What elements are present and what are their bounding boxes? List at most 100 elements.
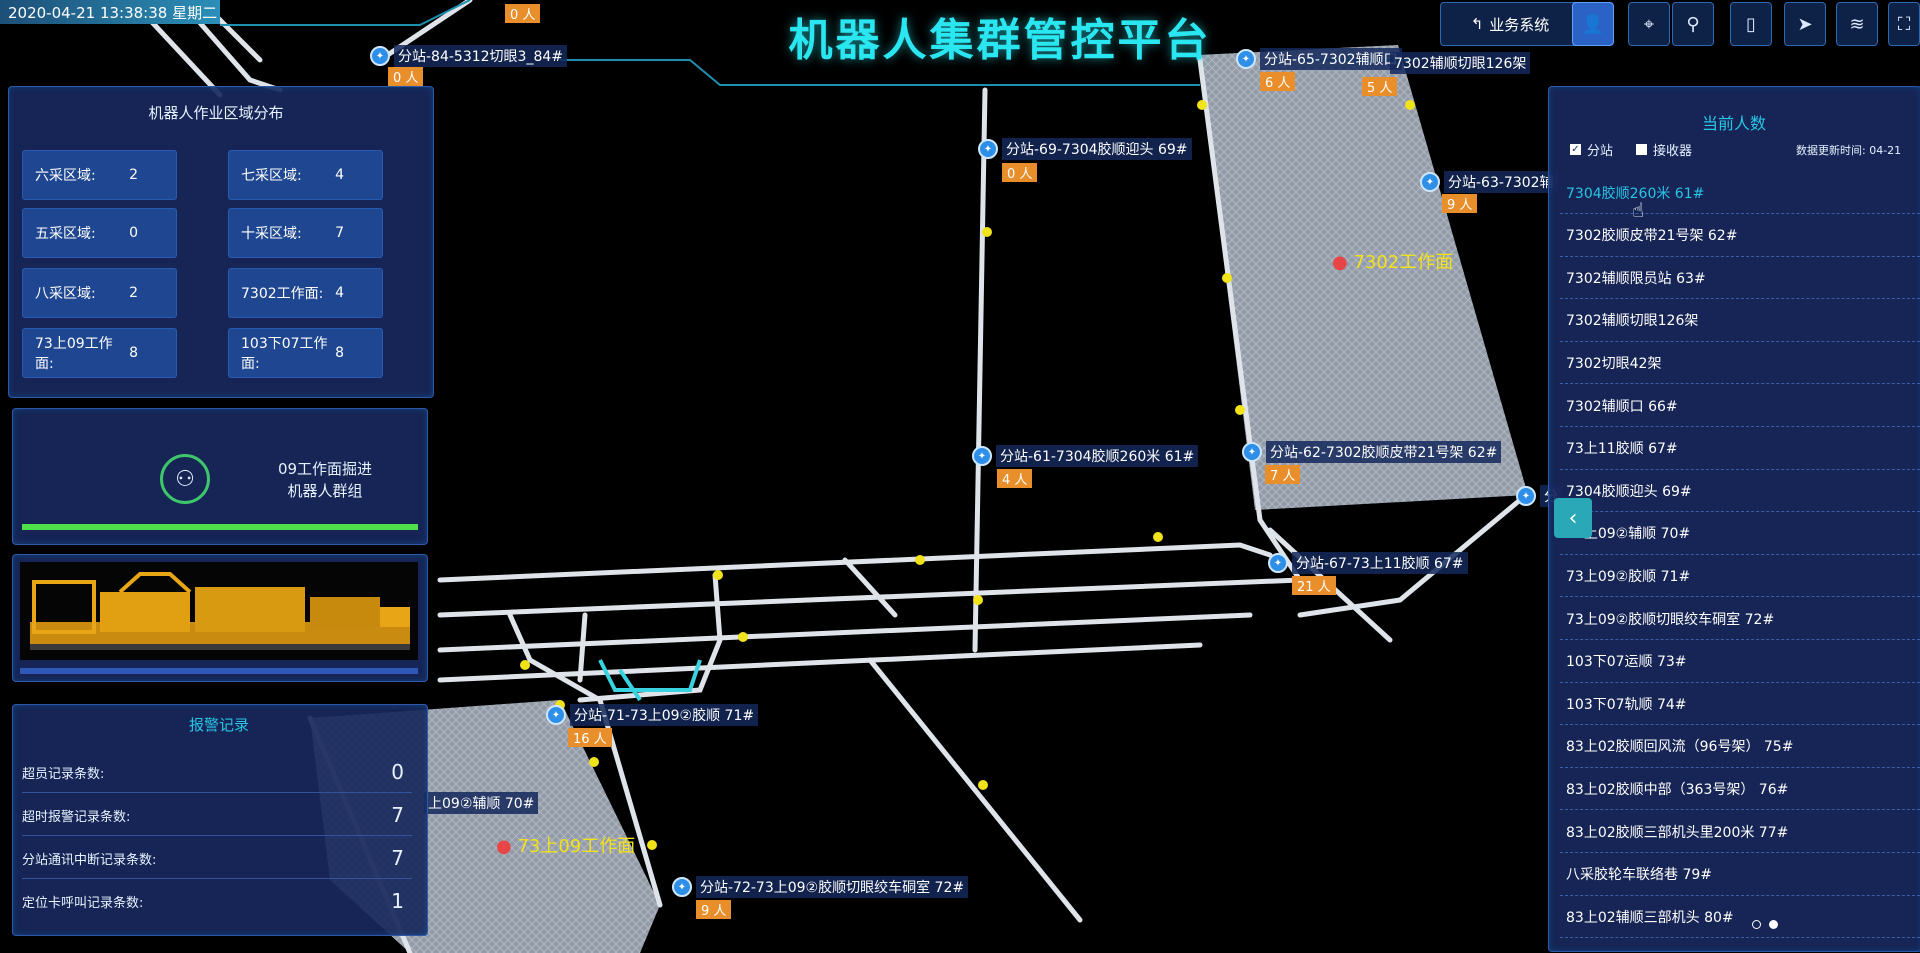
station-count: 4 人 bbox=[997, 469, 1033, 488]
region-cell[interactable]: 七采区域:4 bbox=[228, 150, 383, 200]
station-icon: ✦ bbox=[972, 446, 992, 466]
station-count: 9 人 bbox=[696, 900, 732, 919]
people-list-item[interactable]: 7302辅顺限员站 63# bbox=[1560, 257, 1920, 300]
datetime: 2020-04-21 13:38:38 星期二 bbox=[0, 0, 220, 24]
work-face-7302 bbox=[1198, 45, 1528, 510]
people-list-item[interactable]: 73上09②辅顺 70# bbox=[1560, 513, 1920, 555]
robot-image bbox=[20, 562, 418, 660]
station-marker[interactable]: ✦ 分站-61-7304胶顺260米 61# bbox=[972, 445, 1199, 467]
region-cell[interactable]: 103下07工作面:8 bbox=[228, 328, 383, 378]
people-panel bbox=[1548, 86, 1920, 952]
region-panel-title: 机器人作业区域分布 bbox=[148, 104, 284, 122]
filter-receiver[interactable]: 接收器 bbox=[1636, 140, 1692, 159]
update-time: 数据更新时间: 04-21 bbox=[1796, 144, 1902, 157]
collapse-panel-button[interactable]: ‹ bbox=[1554, 498, 1592, 538]
checkbox-icon[interactable] bbox=[1636, 144, 1647, 155]
station-marker[interactable]: 7302辅顺切眼126架 bbox=[1390, 52, 1531, 74]
send-button[interactable]: ➤ bbox=[1784, 2, 1826, 46]
region-cell[interactable]: 五采区域:0 bbox=[22, 208, 177, 258]
user-button[interactable]: 👤 bbox=[1572, 2, 1614, 46]
people-list-item[interactable]: 7302胶顺皮带21号架 62# bbox=[1560, 215, 1920, 257]
people-list-item[interactable]: 7302辅顺切眼126架 bbox=[1560, 300, 1920, 342]
people-list-item[interactable]: 7302辅顺口 66# bbox=[1560, 385, 1920, 427]
area-label[interactable]: ● 7302工作面 bbox=[1332, 252, 1454, 273]
page-title: 机器人集群管控平台 bbox=[788, 15, 1212, 66]
pager-dot-active[interactable] bbox=[1769, 920, 1778, 929]
station-marker[interactable]: ✦ 分站-84-5312切眼3_84# bbox=[370, 45, 567, 67]
fullscreen-button[interactable]: ⛶ bbox=[1888, 2, 1920, 46]
station-count: 0 人 bbox=[388, 67, 424, 86]
people-list-item[interactable]: 八采胶轮车联络巷 79# bbox=[1560, 854, 1920, 896]
station-count: 16 人 bbox=[568, 728, 612, 747]
station-icon: ✦ bbox=[1420, 172, 1440, 192]
station-marker[interactable]: ✦ 分站-65-7302辅顺口 bbox=[1236, 48, 1402, 70]
station-marker[interactable]: ✦ 分站-72-73上09②胶顺切眼绞车硐室 72# bbox=[672, 876, 969, 898]
map-pin-icon: ● bbox=[1332, 252, 1348, 273]
station-icon: ✦ bbox=[1268, 553, 1288, 573]
station-count: 0 人 bbox=[1002, 163, 1038, 182]
back-arrow-icon: ↰ bbox=[1470, 15, 1484, 33]
area-label[interactable]: ● 73上09工作面 bbox=[496, 836, 636, 857]
device-button[interactable]: ▯ bbox=[1730, 2, 1772, 46]
people-list-item[interactable]: 103下07轨顺 74# bbox=[1560, 683, 1920, 726]
person-locate-icon: ⚲ bbox=[1686, 13, 1700, 35]
people-list-item[interactable]: 73上09②胶顺 71# bbox=[1560, 555, 1920, 598]
region-cell[interactable]: 十采区域:7 bbox=[228, 208, 383, 258]
station-icon: ✦ bbox=[546, 705, 566, 725]
station-count: 7 人 bbox=[1265, 465, 1301, 484]
people-list-item[interactable]: 83上02辅顺三部机头 80# bbox=[1560, 896, 1920, 939]
alarm-row[interactable]: 分站通讯中断记录条数:7 bbox=[22, 838, 412, 879]
alarm-row[interactable]: 超员记录条数:0 bbox=[22, 752, 412, 793]
alarm-panel-title: 报警记录 bbox=[188, 716, 249, 734]
layers-icon: ≋ bbox=[1849, 13, 1865, 35]
alarm-panel bbox=[12, 704, 428, 936]
group-users-icon: ⚇ bbox=[160, 454, 210, 504]
station-icon: ✦ bbox=[672, 877, 692, 897]
people-panel-title: 当前人数 bbox=[1701, 114, 1766, 133]
region-cell[interactable]: 73上09工作面:8 bbox=[22, 328, 177, 378]
people-list-item[interactable]: 103下07运顺 73# bbox=[1560, 641, 1920, 683]
person-locate-button[interactable]: ⚲ bbox=[1672, 2, 1714, 46]
robot-group-card[interactable] bbox=[12, 408, 428, 545]
people-list-item[interactable]: 7302切眼42架 bbox=[1560, 342, 1920, 385]
people-list-item[interactable]: 83上02胶顺回风流（96号架） 75# bbox=[1560, 726, 1920, 768]
user-icon: 👤 bbox=[1581, 13, 1605, 35]
station-marker[interactable]: ✦ 分站-71-73上09②胶顺 71# bbox=[546, 704, 759, 726]
station-marker[interactable]: 上09②辅顺 70# bbox=[424, 792, 539, 814]
pager-dot[interactable] bbox=[1752, 920, 1761, 929]
checkbox-checked-icon[interactable]: ✓ bbox=[1570, 144, 1581, 155]
alarm-row[interactable]: 定位卡呼叫记录条数:1 bbox=[22, 889, 404, 913]
station-count: 0 人 bbox=[505, 4, 541, 23]
pager bbox=[1752, 920, 1778, 929]
filter-station[interactable]: ✓ 分站 bbox=[1570, 144, 1614, 159]
region-cell[interactable]: 7302工作面:4 bbox=[228, 268, 383, 318]
location-button[interactable]: ⌖ bbox=[1628, 2, 1670, 46]
station-marker[interactable]: ✦ 分站-67-73上11胶顺 67# bbox=[1268, 552, 1468, 574]
station-icon: ✦ bbox=[1516, 486, 1536, 506]
group-progress-track bbox=[22, 524, 418, 530]
station-icon: ✦ bbox=[1236, 49, 1256, 69]
chevron-left-icon: ‹ bbox=[1568, 505, 1578, 531]
people-list-item[interactable]: 7304胶顺260米 61# bbox=[1560, 172, 1920, 214]
group-name-line2: 机器人群组 bbox=[287, 482, 363, 500]
device-icon: ▯ bbox=[1746, 13, 1756, 35]
group-progress-fill bbox=[22, 524, 418, 530]
station-count: 6 人 bbox=[1260, 72, 1296, 91]
region-cell[interactable]: 六采区域:2 bbox=[22, 150, 177, 200]
layers-button[interactable]: ≋ bbox=[1836, 2, 1878, 46]
region-cell[interactable]: 八采区域:2 bbox=[22, 268, 177, 318]
people-list-item[interactable]: 73上11胶顺 67# bbox=[1560, 428, 1920, 470]
station-icon: ✦ bbox=[370, 46, 390, 66]
station-icon: ✦ bbox=[1242, 442, 1262, 462]
station-marker[interactable]: ✦ 分站-62-7302胶顺皮带21号架 62# bbox=[1242, 441, 1502, 463]
business-system-button[interactable]: ↰ 业务系统 bbox=[1440, 2, 1580, 46]
people-list-item[interactable]: 7304胶顺迎头 69# bbox=[1560, 470, 1920, 513]
people-list-item[interactable]: 73上09②胶顺切眼绞车硐室 72# bbox=[1560, 598, 1920, 640]
station-marker[interactable]: ✦ 分站-63-7302辅 bbox=[1420, 171, 1558, 193]
people-list-item[interactable]: 83上02胶顺三部机头里200米 77# bbox=[1560, 811, 1920, 853]
alarm-row[interactable]: 超时报警记录条数:7 bbox=[22, 795, 412, 836]
people-list-item[interactable]: 83上02胶顺中部（363号架） 76# bbox=[1560, 768, 1920, 811]
send-icon: ➤ bbox=[1797, 13, 1813, 35]
station-count: 9 人 bbox=[1442, 194, 1478, 213]
station-marker[interactable]: ✦ 分站-69-7304胶顺迎头 69# bbox=[978, 138, 1192, 160]
